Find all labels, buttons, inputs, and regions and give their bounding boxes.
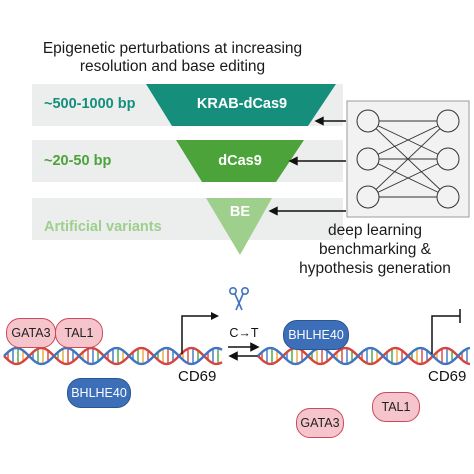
tier-2-tool: dCas9 bbox=[218, 153, 262, 169]
tier-1-resolution: ~500-1000 bp bbox=[44, 96, 136, 112]
tier-band-3 bbox=[32, 198, 343, 240]
title-line-2: resolution and base editing bbox=[79, 58, 266, 75]
promoter-arrowhead bbox=[211, 312, 219, 320]
factor-bhlhe40-bound: BHLHE40 bbox=[283, 320, 349, 350]
gene-label-right: CD69 bbox=[428, 368, 467, 385]
deep-learning-line-1: deep learning bbox=[328, 222, 422, 239]
promoter-blocked-arrow bbox=[431, 309, 461, 354]
reaction-arrows bbox=[228, 342, 260, 361]
base-edit-label: C→T bbox=[229, 326, 259, 340]
scissors-icon bbox=[229, 286, 250, 311]
deep-learning-caption: deep learning benchmarking & hypothesis … bbox=[280, 221, 470, 278]
deep-learning-line-2: benchmarking & bbox=[318, 241, 431, 258]
funnel-tier-dcas9 bbox=[176, 140, 304, 182]
tier-1-tool: KRAB-dCas9 bbox=[196, 96, 288, 112]
neural-network-icon bbox=[346, 100, 470, 218]
funnel-tier-krab bbox=[146, 84, 336, 126]
promoter-active-arrow bbox=[181, 315, 212, 354]
factor-bhlhe40-unbound: BHLHE40 bbox=[67, 378, 131, 408]
tier-3-tool: BE bbox=[229, 204, 251, 220]
feedback-arrows bbox=[268, 116, 346, 216]
funnel-tier-be bbox=[206, 198, 272, 255]
factor-tal1-unbound: TAL1 bbox=[372, 392, 420, 422]
factor-gata3-bound: GATA3 bbox=[6, 318, 56, 348]
tier-3-resolution: Artificial variants bbox=[44, 219, 162, 235]
dna-helix-left bbox=[3, 346, 223, 366]
deep-learning-line-3: hypothesis generation bbox=[299, 260, 451, 277]
factor-tal1-bound: TAL1 bbox=[55, 318, 103, 348]
gene-label-left: CD69 bbox=[178, 368, 217, 385]
figure-title: Epigenetic perturbations at increasing r… bbox=[0, 40, 345, 76]
title-line-1: Epigenetic perturbations at increasing bbox=[42, 40, 303, 57]
dna-helix-right bbox=[257, 346, 471, 366]
factor-gata3-unbound: GATA3 bbox=[296, 408, 344, 438]
tier-2-resolution: ~20-50 bp bbox=[44, 153, 112, 169]
